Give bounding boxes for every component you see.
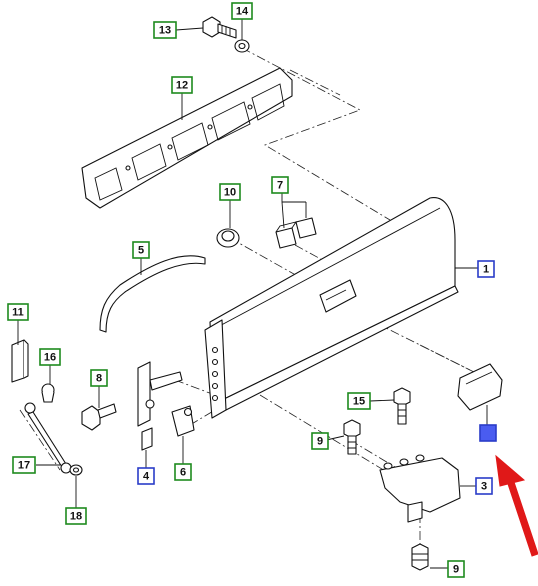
callout-14: 14 [231,2,253,20]
callout-box [90,369,108,387]
bolt-13 [202,16,237,39]
hinge-plate-3 [379,454,461,523]
callout-label: 13 [159,25,171,37]
red-arrow-pointer [495,454,538,557]
callout-11: 11 [7,303,29,321]
callout-13: 13 [153,21,177,39]
callout-label: 3 [481,481,487,493]
callout-1: 1 [477,260,495,278]
callout-label: 5 [138,245,144,257]
grommet-10 [216,228,240,248]
bolt-9-lower [411,543,429,571]
callout-label: 9 [317,436,323,448]
callout-16: 16 [39,348,61,366]
callout-box [311,432,329,450]
callout-15: 15 [347,392,371,410]
callout-box [475,477,493,495]
callout-label: 17 [18,460,30,472]
callout-box [7,303,29,321]
callout-box [231,2,253,20]
callout-12: 12 [171,76,193,94]
pivot-16 [41,383,55,403]
callout-5: 5 [132,241,150,259]
clips-7 [275,217,317,249]
latch-link-4 [137,361,183,451]
callout-label: 12 [176,80,188,92]
callout-label: 7 [277,180,283,192]
callout-box [171,76,193,94]
handle-6 [171,405,195,437]
washer-14 [234,39,250,53]
callout-7: 7 [271,176,289,194]
callout-box [132,241,150,259]
callout-box [12,456,36,474]
callout-label: 14 [236,6,249,18]
rod-5 [99,255,206,333]
callout-label: 18 [70,511,82,523]
callout-label: 1 [483,264,489,276]
callout-label: 6 [180,467,186,479]
callout-box [271,176,289,194]
callout-box [137,467,155,485]
striker-2 [457,363,503,411]
callout-6: 6 [174,463,192,481]
callout-8: 8 [90,369,108,387]
callout-box [447,560,465,578]
callout-box [477,260,495,278]
callout-box [219,183,241,201]
callout-box [347,392,371,410]
callout-17: 17 [12,456,36,474]
bolt-9-upper [343,419,361,455]
callout-18: 18 [65,507,87,525]
callout-label: 10 [224,187,236,199]
callout-label: 4 [143,471,150,483]
callout-9: 9 [311,432,329,450]
bolt-15 [393,387,411,425]
callout-box [174,463,192,481]
callout-2 [479,424,497,442]
callout-label: 9 [453,564,459,576]
bracket-11 [11,339,29,383]
cable-17 [24,402,72,474]
callout-label: 11 [12,307,24,319]
callout-3: 3 [475,477,493,495]
callout-9: 9 [447,560,465,578]
gasket-12 [81,67,293,209]
washer-18 [69,464,83,476]
bolt-8 [81,403,117,431]
callout-box [153,21,177,39]
callout-box [479,424,497,442]
callout-label: 16 [44,352,56,364]
callout-box [39,348,61,366]
tailgate-1 [204,197,459,419]
callout-4: 4 [137,467,155,485]
callout-label: 8 [96,373,102,385]
callout-box [65,507,87,525]
leader-lines [17,18,488,569]
callout-10: 10 [219,183,241,201]
callout-label: 15 [353,396,365,408]
